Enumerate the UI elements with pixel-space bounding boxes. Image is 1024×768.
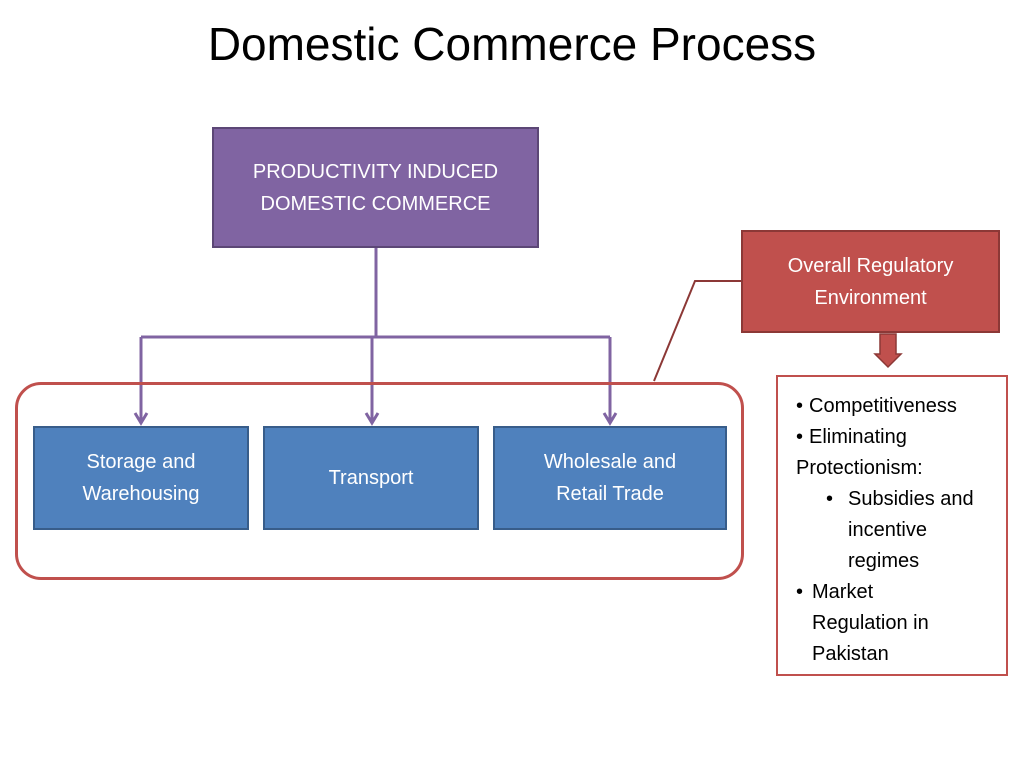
arrowhead-transport <box>364 412 380 426</box>
slide-title: Domestic Commerce Process <box>207 18 817 70</box>
wholesale-retail-node: Wholesale and Retail Trade <box>493 426 727 530</box>
regulatory-down-arrow <box>873 333 903 369</box>
regulatory-node-line2: Environment <box>814 286 927 309</box>
transport-node-label: Transport <box>328 467 414 489</box>
bullet-subsidies-line1: Subsidies and <box>848 488 974 510</box>
regulatory-bullet-box: •Competitiveness •Eliminating Protection… <box>776 375 1008 676</box>
bullet-subsidies: • Subsidies and incentive regimes <box>796 484 996 577</box>
productivity-node-line1: PRODUCTIVITY INDUCED <box>252 160 499 183</box>
bullet-subsidies-line2: incentive <box>848 519 927 541</box>
bullet-market-regulation: • Market Regulation in Pakistan <box>796 577 996 670</box>
wholesale-node-line2: Retail Trade <box>556 483 664 505</box>
storage-node-line2: Warehousing <box>82 483 200 505</box>
bullet-eliminating-line1: Eliminating <box>809 426 907 448</box>
bullet-marker: • <box>796 395 804 417</box>
regulatory-environment-node: Overall Regulatory Environment <box>741 230 1000 333</box>
bullet-eliminating-line2: Protectionism: <box>796 457 923 479</box>
sub-bullet-marker: • <box>826 488 834 510</box>
transport-node: Transport <box>263 426 479 530</box>
productivity-node-line2: DOMESTIC COMMERCE <box>260 192 491 215</box>
bullet-competitiveness: •Competitiveness <box>796 391 996 422</box>
bullet-market-line3: Pakistan <box>812 643 889 665</box>
storage-node-line1: Storage and <box>86 451 196 473</box>
wholesale-node-line1: Wholesale and <box>543 451 677 473</box>
arrowhead-wholesale <box>602 412 618 426</box>
productivity-node: PRODUCTIVITY INDUCED DOMESTIC COMMERCE <box>212 127 539 248</box>
bullet-market-line2: Regulation in <box>812 612 929 634</box>
regulatory-bullet-list: •Competitiveness •Eliminating Protection… <box>796 391 996 670</box>
regulatory-callout-line <box>653 280 741 382</box>
regulatory-node-line1: Overall Regulatory <box>787 254 954 277</box>
activities-group-frame <box>15 382 744 580</box>
arrowhead-storage <box>133 412 149 426</box>
bullet-eliminating: •Eliminating Protectionism: <box>796 422 996 484</box>
bullet-marker: • <box>796 426 804 448</box>
bullet-marker: • <box>796 581 804 603</box>
storage-warehousing-node: Storage and Warehousing <box>33 426 249 530</box>
bullet-market-line1: Market <box>812 581 874 603</box>
bullet-competitiveness-text: Competitiveness <box>809 395 957 417</box>
bullet-subsidies-line3: regimes <box>848 550 920 572</box>
